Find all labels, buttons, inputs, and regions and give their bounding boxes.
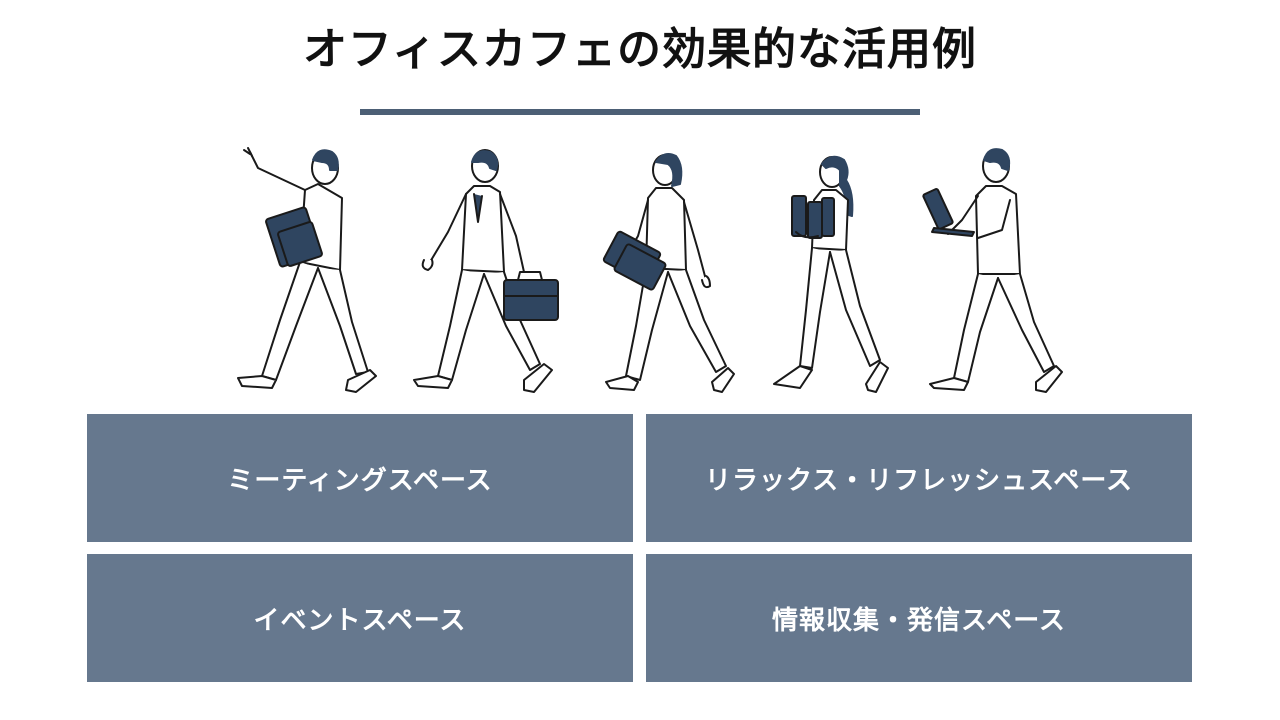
meeting-space-tile: ミーティングスペース (87, 414, 633, 542)
people-illustration (237, 147, 1063, 393)
person-with-laptop-icon (922, 148, 1063, 393)
relax-refresh-space-label: リラックス・リフレッシュスペース (704, 465, 1134, 496)
info-space-tile: 情報収集・発信スペース (646, 554, 1192, 682)
event-space-tile: イベントスペース (87, 554, 633, 682)
walking-person-with-briefcase-icon (413, 149, 559, 393)
meeting-space-label: ミーティングスペース (227, 465, 493, 496)
title-divider (360, 109, 920, 115)
info-space-label: 情報収集・発信スペース (772, 605, 1066, 636)
page-title: オフィスカフェの効果的な活用例 (302, 24, 978, 75)
relax-refresh-space-tile: リラックス・リフレッシュスペース (646, 414, 1192, 542)
woman-carrying-binders-icon (773, 155, 889, 393)
event-space-label: イベントスペース (253, 605, 467, 636)
pointing-person-with-folder-icon (237, 147, 377, 393)
walking-woman-with-portfolio-icon (602, 153, 735, 393)
